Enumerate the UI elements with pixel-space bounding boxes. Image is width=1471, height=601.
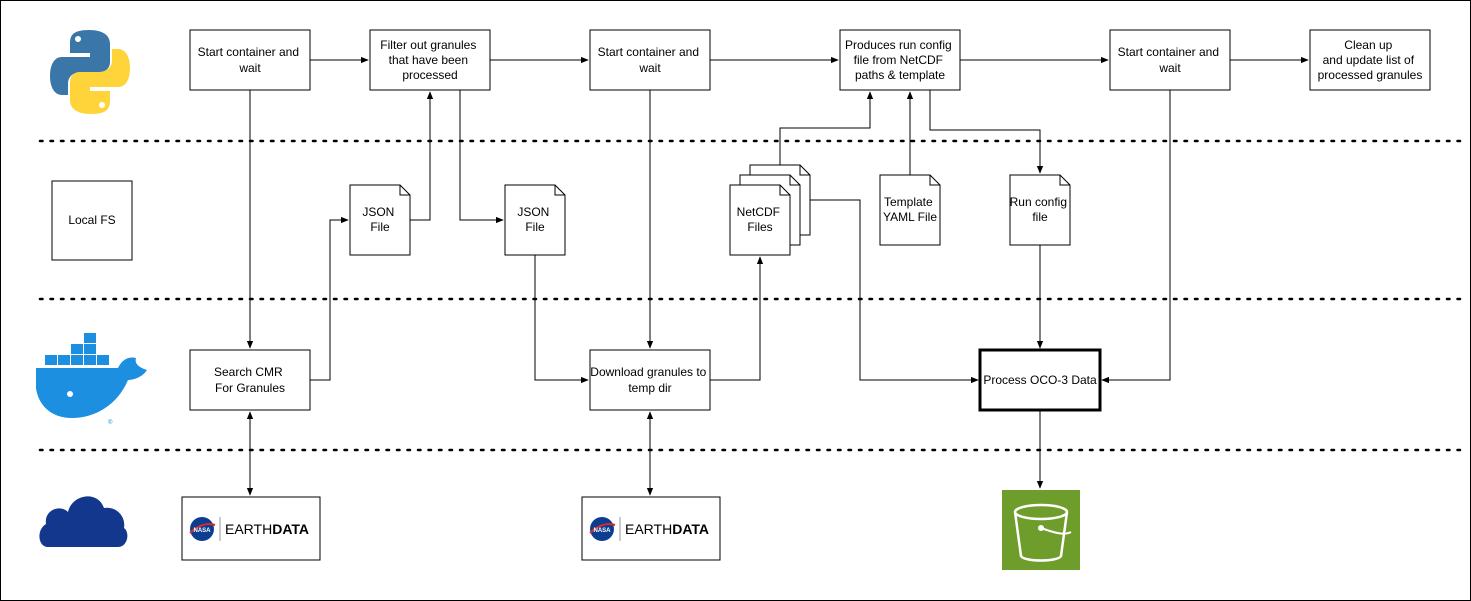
start-container-step-1 [189,29,311,91]
start-container-step-2-label: Start container and wait [598,45,703,75]
template-yaml-label: Template YAML File [883,195,937,224]
template-yaml-file [879,174,941,246]
svg-text:®: ® [108,419,113,426]
svg-text:NASA: NASA [593,528,611,534]
start-container-step-1-label: Start container and wait [198,45,303,75]
start-container-step-3-label: Start container and wait [1118,45,1223,75]
download-granules-step [589,349,711,411]
json-file-2 [504,184,566,256]
arrow-netcdf-process [810,199,979,384]
produce-run-config-step [839,29,961,91]
arrow-filter-json2 [459,90,504,224]
earthdata-1-wordmark: EARTHDATA [225,521,309,537]
arrow-start3-process [1101,90,1171,384]
cloud-icon [39,496,128,547]
earthdata-2-wordmark: EARTHDATA [625,521,709,537]
run-config-file [1009,174,1071,246]
filter-granules-step [369,29,491,91]
netcdf-files [729,164,811,256]
netcdf-files-label: NetCDF Files [737,205,784,234]
earthdata-logo-1: NASA EARTHDATA [181,496,321,561]
start-container-step-3 [1109,29,1231,91]
docker-icon: ® [36,333,147,426]
arrow-netcdf-produce [779,91,874,165]
arrow-produce-runconfig [929,90,1044,174]
filter-granules-label: Filter out granules that have been proce… [380,38,479,82]
python-icon [50,30,130,114]
search-cmr-label: Search CMR For Granules [214,365,286,395]
connectors [246,56,1309,496]
json-file-1-label: JSON File [362,205,397,234]
search-cmr-step [189,349,311,411]
download-granules-label: Download granules to temp dir [590,365,709,395]
cleanup-step [1309,29,1431,91]
local-fs-label: Local FS [68,213,115,227]
start-container-step-2 [589,29,711,91]
arrow-json1-filter [410,91,434,221]
cleanup-label: Clean up and update list of processed gr… [1318,38,1423,82]
s3-bucket-icon [1002,490,1080,570]
run-config-label: Run config file [1010,195,1071,224]
local-fs-box [51,180,133,261]
arrow-search-json1 [310,216,349,381]
json-file-1 [349,184,411,256]
arrow-json2-download [534,255,589,384]
svg-text:NASA: NASA [193,528,211,534]
json-file-2-label: JSON File [517,205,552,234]
produce-run-config-label: Produces run config file from NetCDF pat… [845,38,955,82]
arrow-download-netcdf [710,256,764,381]
earthdata-logo-2: NASA EARTHDATA [581,496,721,561]
process-oco3-label: Process OCO-3 Data [983,373,1097,387]
